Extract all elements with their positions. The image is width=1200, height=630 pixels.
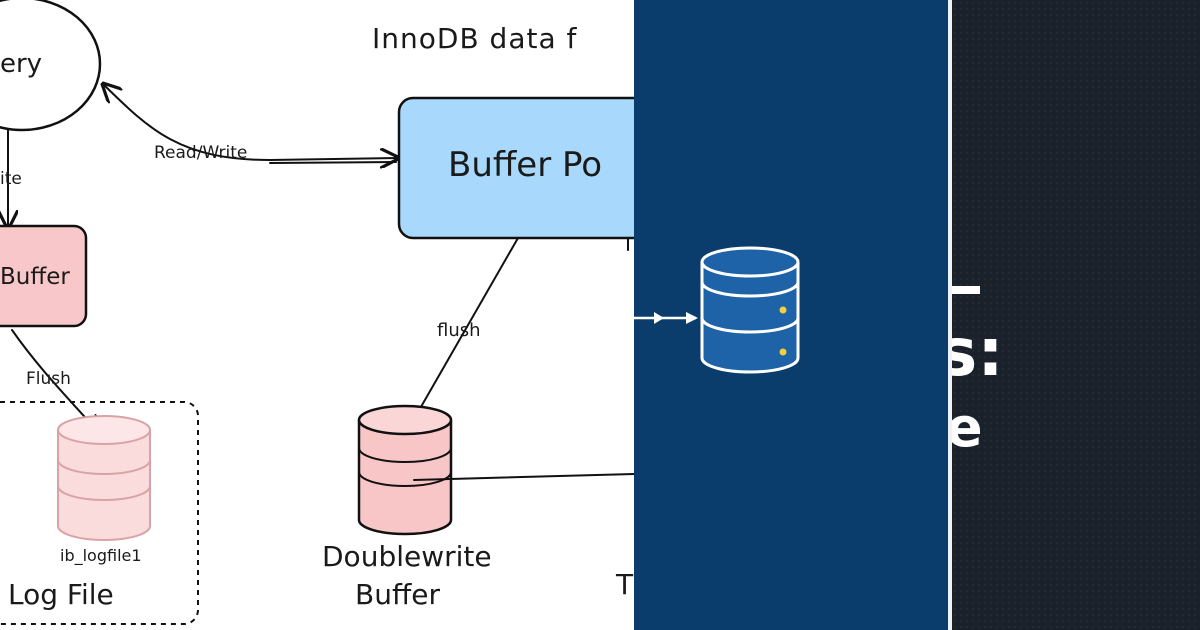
buffer-pool-label: Buffer Po [448, 145, 602, 185]
log-buffer-label: Buffer [0, 264, 70, 290]
logfile-label: ib_logfile1 [60, 546, 142, 566]
query-label: ery [0, 49, 42, 79]
logfile-cylinder [57, 415, 151, 541]
database-panel [634, 0, 948, 630]
log-file-group [0, 401, 199, 625]
edge-flush-log-label: Flush [26, 369, 71, 389]
edge-write-label: ite [0, 169, 22, 189]
dark-headline-panel: s: e [952, 0, 1200, 630]
log-buffer-node [0, 224, 88, 328]
edge-doublewrite-out [413, 473, 634, 481]
doublewrite-label-2: Buffer [355, 578, 440, 611]
edge-read-write [103, 84, 398, 160]
innodb-diagram: InnoDB data f ery Read/Write Buffer Po i… [0, 0, 634, 625]
fragment-t: T [615, 568, 634, 601]
edge-flush-doublewrite-label: flush [437, 320, 481, 341]
edge-flush-doublewrite [410, 237, 519, 426]
headline-dash [952, 286, 980, 294]
diagram-title: InnoDB data f [372, 22, 578, 55]
arrow-right-icon [634, 312, 698, 324]
log-file-group-label: Log File [8, 578, 114, 611]
panel-divider [948, 0, 952, 630]
headline-line-1: s: [952, 314, 1004, 391]
database-panel-art [634, 246, 800, 374]
buffer-pool-node [397, 96, 634, 240]
doublewrite-label-1: Doublewrite [322, 540, 492, 573]
doublewrite-cylinder [357, 404, 453, 536]
query-node [0, 0, 102, 132]
innodb-diagram-panel: InnoDB data f ery Read/Write Buffer Po i… [0, 0, 634, 625]
edge-read-write-sketch [269, 161, 397, 164]
edge-read-write-label: Read/Write [154, 143, 247, 163]
database-icon [700, 246, 800, 374]
headline-line-2: e [952, 396, 983, 459]
